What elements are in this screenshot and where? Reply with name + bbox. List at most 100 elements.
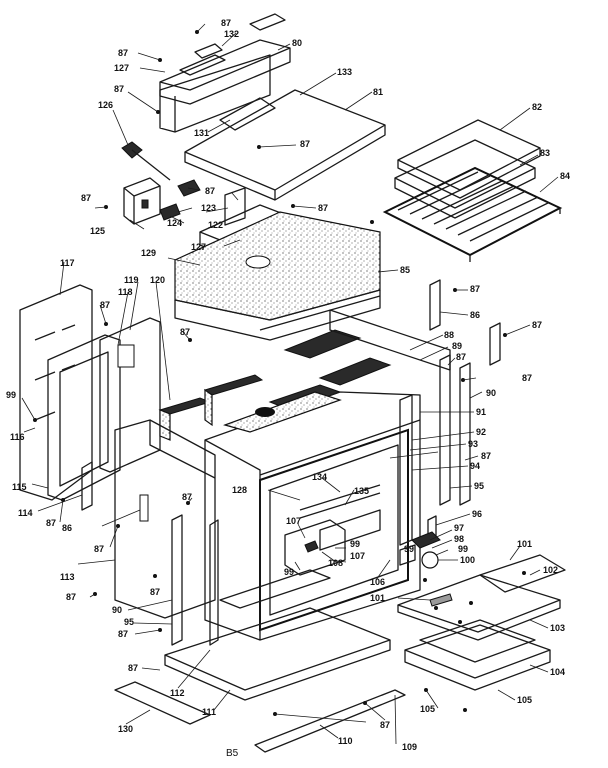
callout-97: 97 [454,523,464,533]
callout-92: 92 [476,427,486,437]
callout-87: 87 [380,720,390,730]
part-124-connector [159,203,181,221]
callout-90: 90 [486,388,496,398]
callout-labels: 87 132 80 87 127 87 133 81 126 131 87 82… [6,18,570,759]
callout-105: 105 [517,695,532,705]
callout-87: 87 [118,629,128,639]
callout-123: 123 [201,203,216,213]
callout-134: 134 [312,472,327,482]
part-86-right-brackets [429,279,501,366]
callout-81: 81 [373,87,383,97]
part-117-rear-panel [19,284,93,501]
part-81-top-tray [184,89,386,201]
callout-95: 95 [474,481,484,491]
part-oven-cavity-body [204,391,421,641]
callout-103: 103 [550,623,565,633]
callout-132: 132 [224,29,239,39]
callout-108: 108 [328,558,343,568]
callout-120: 120 [150,275,165,285]
part-85-top-insulation [174,211,381,321]
callout-110: 110 [338,736,353,746]
callout-87: 87 [66,592,76,602]
callout-129: 129 [141,248,156,258]
callout-100: 100 [460,555,475,565]
callout-95: 95 [124,617,134,627]
part-82-broiler-pan-grid [397,119,541,199]
callout-93: 93 [468,439,478,449]
part-134-burner-tube [299,484,381,551]
diagram-caption: B5 [226,748,239,759]
callout-118: 118 [118,287,133,297]
callout-115: 115 [12,482,27,492]
callout-117: 117 [60,258,75,268]
callout-87: 87 [46,518,56,528]
callout-102: 102 [543,565,558,575]
part-118-divider-panel [99,317,161,473]
callout-87: 87 [318,203,328,213]
callout-87: 87 [94,544,104,554]
callout-87: 87 [300,139,310,149]
callout-87: 87 [522,373,532,383]
callout-leaders [21,23,559,745]
callout-87: 87 [100,300,110,310]
callout-130: 130 [118,724,133,734]
part-114-left-trim [81,461,93,511]
callout-101: 101 [370,593,385,603]
callout-83: 83 [540,148,550,158]
callout-84: 84 [560,171,570,181]
callout-88: 88 [444,330,454,340]
part-102-broiler-grid [479,554,566,593]
callout-116: 116 [10,432,25,442]
part-111-oven-bottom [164,607,391,701]
callout-111: 111 [202,707,216,717]
callout-89: 89 [452,341,462,351]
callout-107: 107 [286,516,301,526]
callout-113: 113 [60,572,75,582]
callout-85: 85 [400,265,410,275]
part-125-transformer [123,177,161,225]
part-113-side-panel [114,419,216,619]
callout-101: 101 [517,539,532,549]
callout-106: 106 [370,577,385,587]
callout-87: 87 [456,352,466,362]
callout-86: 86 [470,310,480,320]
callout-126: 126 [98,100,113,110]
part-83-broiler-pan [394,139,536,219]
callout-87: 87 [182,492,192,502]
callout-128: 128 [232,485,247,495]
callout-87: 87 [470,284,480,294]
callout-112: 112 [170,688,185,698]
part-89-right-strip [439,354,451,506]
callout-127: 127 [114,63,129,73]
callout-109: 109 [402,742,417,752]
callout-87: 87 [481,451,491,461]
part-104-drawer-pan [404,619,551,691]
callout-87: 87 [205,186,215,196]
callout-135: 135 [354,486,369,496]
part-insulation-plate [174,290,381,341]
callout-114: 114 [18,508,33,518]
callout-125: 125 [90,226,105,236]
part-115-back-frame [47,334,121,501]
part-90-right-strip [459,362,471,506]
callout-80: 80 [292,38,302,48]
callout-91: 91 [476,407,486,417]
callout-99: 99 [6,390,16,400]
callout-122: 122 [208,220,223,230]
part-88-insulation-blocks [268,309,451,411]
callout-124: 124 [167,218,182,228]
callout-98: 98 [454,534,464,544]
callout-99: 99 [404,544,414,554]
callout-87: 87 [118,48,128,58]
callout-82: 82 [532,102,542,112]
callout-94: 94 [470,461,480,471]
callout-87: 87 [221,18,231,28]
part-130-bottom-strip [114,681,211,725]
callout-87: 87 [180,327,190,337]
callout-104: 104 [550,667,565,677]
callout-131: 131 [194,128,209,138]
callout-105: 105 [420,704,435,714]
callout-99: 99 [284,567,294,577]
callout-119: 119 [124,275,139,285]
part-122-bracket [224,187,246,226]
